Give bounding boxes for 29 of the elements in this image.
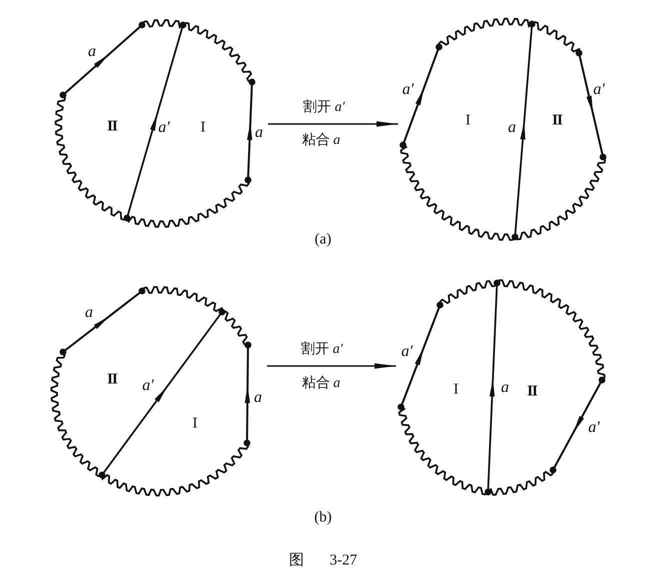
region-label: I (454, 382, 458, 398)
side-label: a (85, 305, 93, 321)
edge-label: 割开 a′ (301, 343, 343, 357)
figure-caption: 图 3-27 (288, 554, 358, 568)
side-label: a′ (402, 82, 414, 98)
side-label: a′ (142, 378, 154, 394)
region-label: I (466, 114, 470, 128)
operation-label: 粘合 a (302, 134, 340, 148)
operation-label: 粘合 a (302, 377, 340, 391)
edge-label: 割开 a′ (303, 101, 345, 115)
region-label: II (527, 384, 537, 400)
subfigure-label: (b) (314, 510, 332, 526)
side-label: a′ (593, 82, 605, 98)
region-label: II (107, 372, 117, 388)
subfigure-label: (a) (314, 232, 332, 248)
side-label: a (508, 120, 516, 136)
region-label: I (192, 416, 198, 432)
side-label: a (88, 44, 96, 60)
arrow (268, 121, 398, 127)
side-label: a′ (401, 344, 413, 360)
side-label: a′ (158, 120, 170, 136)
region-label: II (107, 120, 117, 134)
arrow (267, 363, 396, 369)
side-label: a (254, 390, 262, 406)
region-label: II (552, 114, 562, 128)
region-label: I (200, 120, 206, 136)
side-label: a (255, 125, 263, 141)
side-label: a (501, 380, 509, 396)
side-label: a′ (588, 420, 600, 436)
